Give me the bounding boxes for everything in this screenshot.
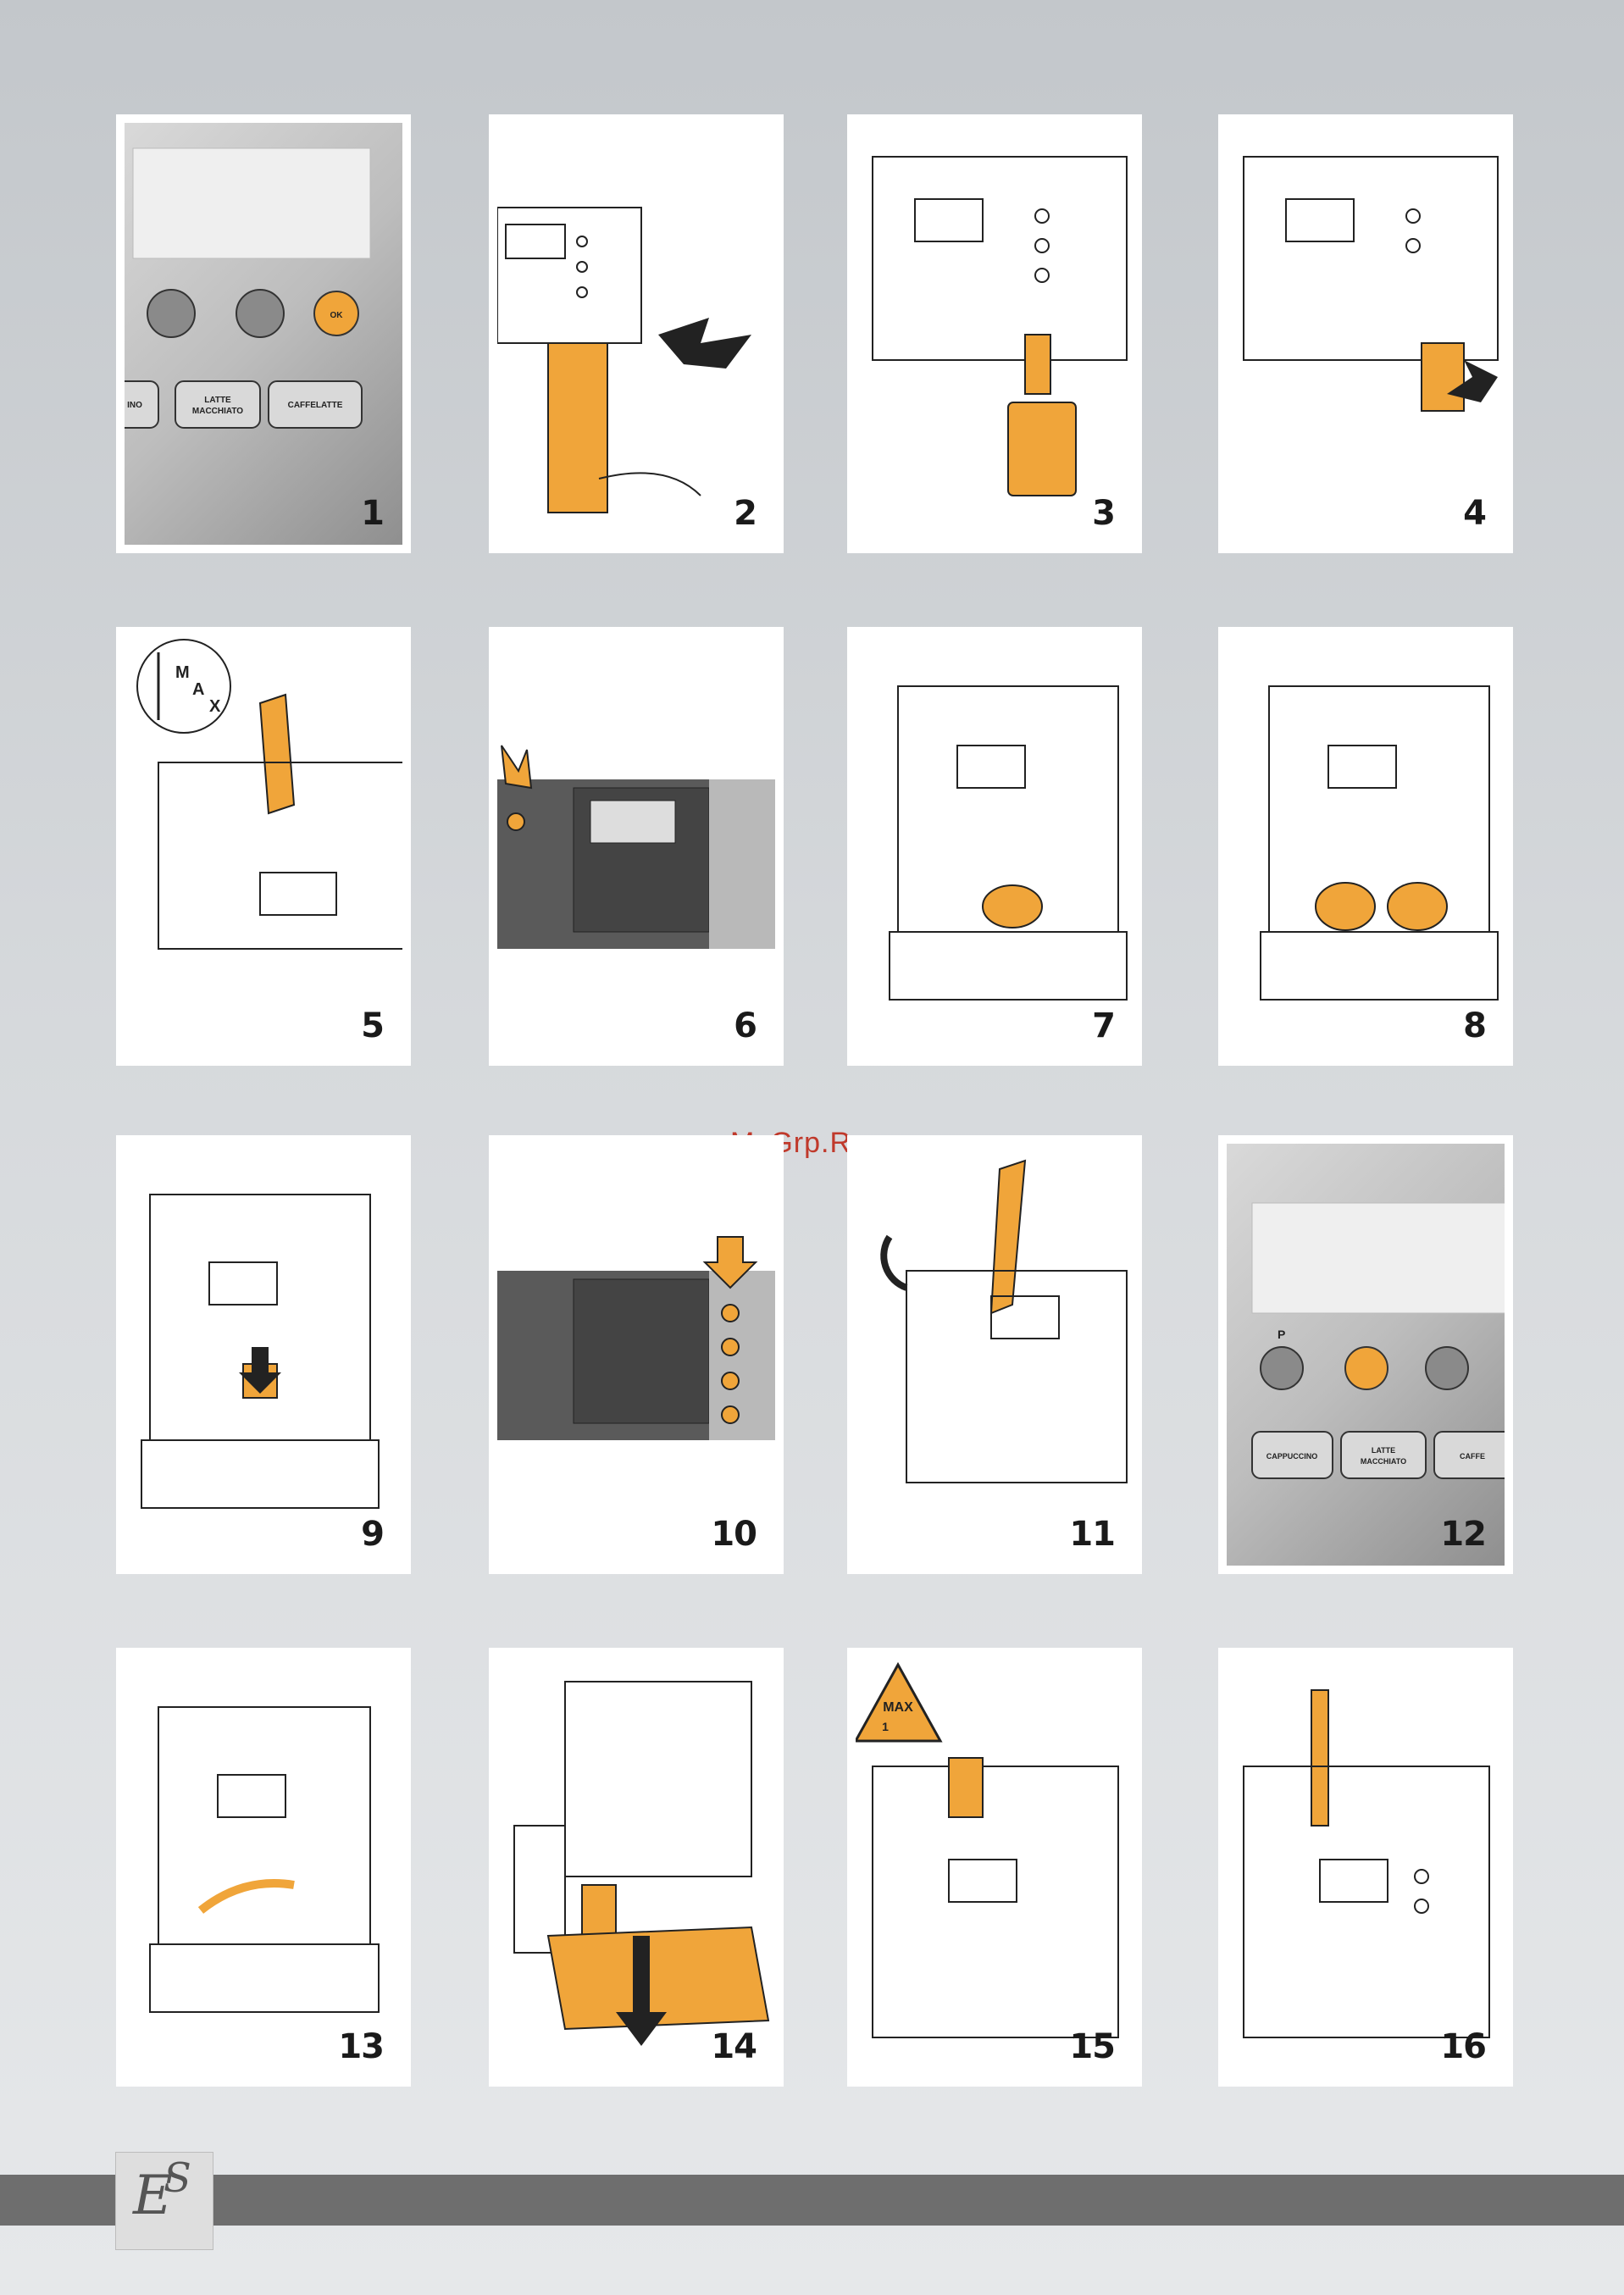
- dial-turn-illustration: [856, 1144, 1133, 1566]
- coffee-funnel-illustration: [1227, 1656, 1505, 2078]
- nozzle-attach-illustration: [1227, 123, 1505, 545]
- step-panel-12: P CAPPUCCINO LATTE MACCHIATO CAFFE 12: [1218, 1135, 1513, 1574]
- step-number: 3: [1092, 494, 1115, 533]
- ground-coffee-measure-illustration: MAX 1: [856, 1656, 1133, 2078]
- step-number: 6: [734, 1006, 757, 1045]
- double-cup-brew-illustration: [1227, 635, 1505, 1057]
- step-panel-11: 11: [847, 1135, 1142, 1574]
- step-panel-3: 3: [847, 114, 1142, 553]
- step-number: 5: [361, 1006, 384, 1045]
- step-panel-4: 4: [1218, 114, 1513, 553]
- spout-adjust-illustration: [125, 1656, 402, 2078]
- btn-left-label: INO: [127, 401, 142, 410]
- step-panel-9: 9: [116, 1135, 411, 1574]
- ok-label: OK: [330, 311, 344, 320]
- btn-mid-label-1: LATTE: [204, 396, 231, 405]
- step-number: 9: [361, 1515, 384, 1554]
- caffe-label: CAFFE: [1460, 1452, 1485, 1461]
- single-cup-brew-illustration: [856, 635, 1133, 1057]
- btn-mid-label-2: MACCHIATO: [192, 407, 243, 416]
- water-tank-removal-illustration: [497, 123, 775, 545]
- step-number: 15: [1069, 2027, 1115, 2066]
- step-number: 12: [1440, 1515, 1486, 1554]
- step-number: 7: [1092, 1006, 1115, 1045]
- step-number: 13: [338, 2027, 384, 2066]
- step-number: 10: [711, 1515, 757, 1554]
- control-panel-closeup-illustration: P CAPPUCCINO LATTE MACCHIATO CAFFE: [1227, 1144, 1505, 1566]
- max-label: MAX: [883, 1700, 913, 1715]
- brand-logo: E S: [115, 2152, 213, 2250]
- max-letter-a: A: [192, 680, 204, 699]
- step-panel-16: 16: [1218, 1648, 1513, 2087]
- max-letter-x: X: [209, 697, 221, 716]
- step-panel-13: 13: [116, 1648, 411, 2087]
- drip-tray-removal-illustration: [125, 1144, 402, 1566]
- btn-right-label: CAFFELATTE: [288, 401, 343, 410]
- step-panel-5: M A X 5: [116, 627, 411, 1066]
- step-number: 11: [1069, 1515, 1115, 1554]
- step-panel-6: 6: [489, 627, 784, 1066]
- step-panel-2: 2: [489, 114, 784, 553]
- water-tank-fill-max-illustration: M A X: [125, 635, 402, 1057]
- step-panel-15: MAX 1 15: [847, 1648, 1142, 2087]
- step-number: 16: [1440, 2027, 1486, 2066]
- step-number: 2: [734, 494, 757, 533]
- step-panel-14: 14: [489, 1648, 784, 2087]
- latte-label-2: MACCHIATO: [1361, 1457, 1406, 1466]
- step-panel-10: 10: [489, 1135, 784, 1574]
- logo-letter-s: S: [164, 2154, 191, 2202]
- step-panel-1: OK INO LATTE MACCHIATO CAFFELATTE 1: [116, 114, 411, 553]
- step-number: 4: [1463, 494, 1486, 533]
- step-number: 1: [361, 494, 384, 533]
- tray-pull-out-illustration: [497, 1656, 775, 2078]
- footer-band: [0, 2175, 1624, 2226]
- hot-water-cup-illustration: [856, 123, 1133, 545]
- one-label: 1: [882, 1720, 889, 1733]
- cup-buttons-illustration: [497, 1144, 775, 1566]
- cappuccino-label: CAPPUCCINO: [1266, 1452, 1318, 1461]
- control-panel-closeup-illustration: OK INO LATTE MACCHIATO CAFFELATTE: [125, 123, 402, 545]
- max-letter-m: M: [175, 663, 190, 682]
- p-label: P: [1278, 1328, 1285, 1341]
- step-panel-7: 7: [847, 627, 1142, 1066]
- step-panel-8: 8: [1218, 627, 1513, 1066]
- step-number: 14: [711, 2027, 757, 2066]
- latte-label-1: LATTE: [1372, 1446, 1395, 1455]
- power-button-illustration: [497, 635, 775, 1057]
- step-number: 8: [1463, 1006, 1486, 1045]
